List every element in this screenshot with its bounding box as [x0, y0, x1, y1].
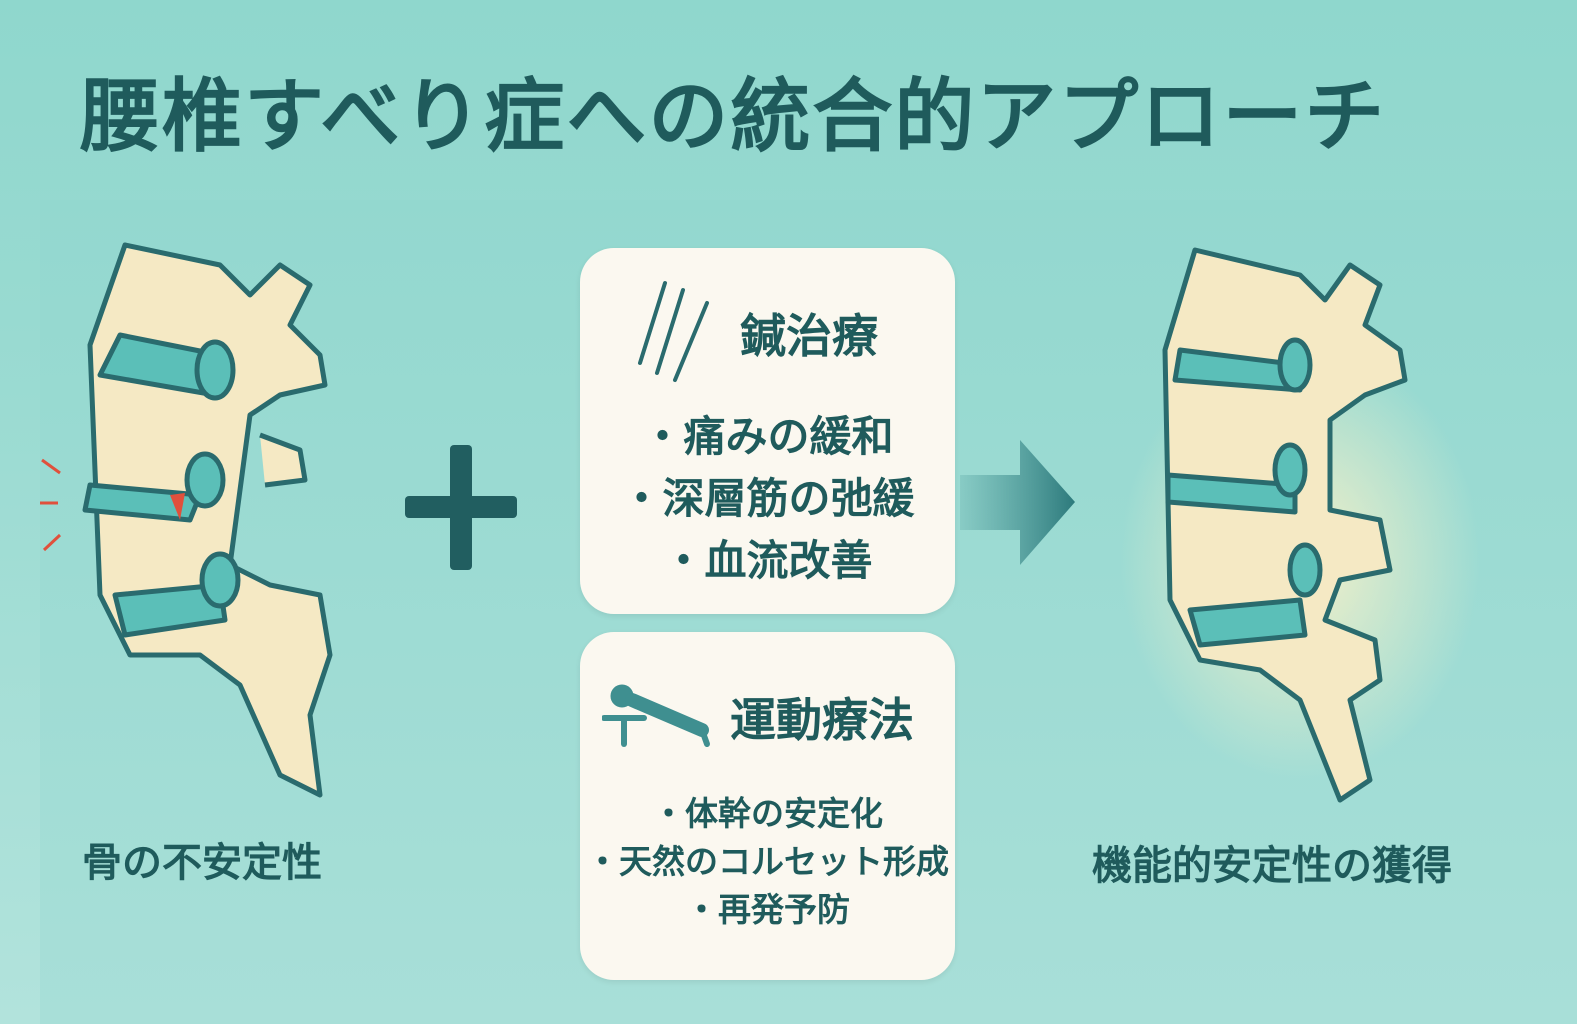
exercise-item: ・体幹の安定化	[652, 794, 883, 833]
acupuncture-card: 鍼治療 ・痛みの緩和 ・深層筋の弛緩 ・血流改善	[580, 248, 955, 614]
acupuncture-item: ・深層筋の弛緩	[620, 474, 915, 523]
exercise-title: 運動療法	[730, 693, 914, 747]
exercise-item: ・天然のコルセット形成	[586, 842, 949, 881]
pain-lines-icon	[40, 458, 62, 552]
acupuncture-item: ・血流改善	[662, 536, 873, 585]
exercise-card: 運動療法 ・体幹の安定化 ・天然のコルセット形成 ・再発予防	[580, 632, 955, 980]
plus-icon	[405, 445, 517, 570]
left-caption: 骨の不安定性	[82, 840, 322, 886]
acupuncture-item: ・痛みの緩和	[641, 412, 894, 461]
slip-marker	[170, 493, 185, 520]
exercise-item: ・再発予防	[685, 890, 850, 929]
needles-icon	[638, 281, 709, 382]
right-caption: 機能的安定性の獲得	[1092, 843, 1452, 889]
page-title: 腰椎すべり症への統合的アプローチ	[80, 70, 1387, 163]
plank-exercise-icon	[602, 684, 710, 747]
unstable-spine-illustration	[40, 242, 333, 798]
acupuncture-title: 鍼治療	[740, 309, 878, 363]
stable-spine-illustration	[1120, 247, 1480, 803]
arrow-right-icon	[960, 440, 1075, 565]
